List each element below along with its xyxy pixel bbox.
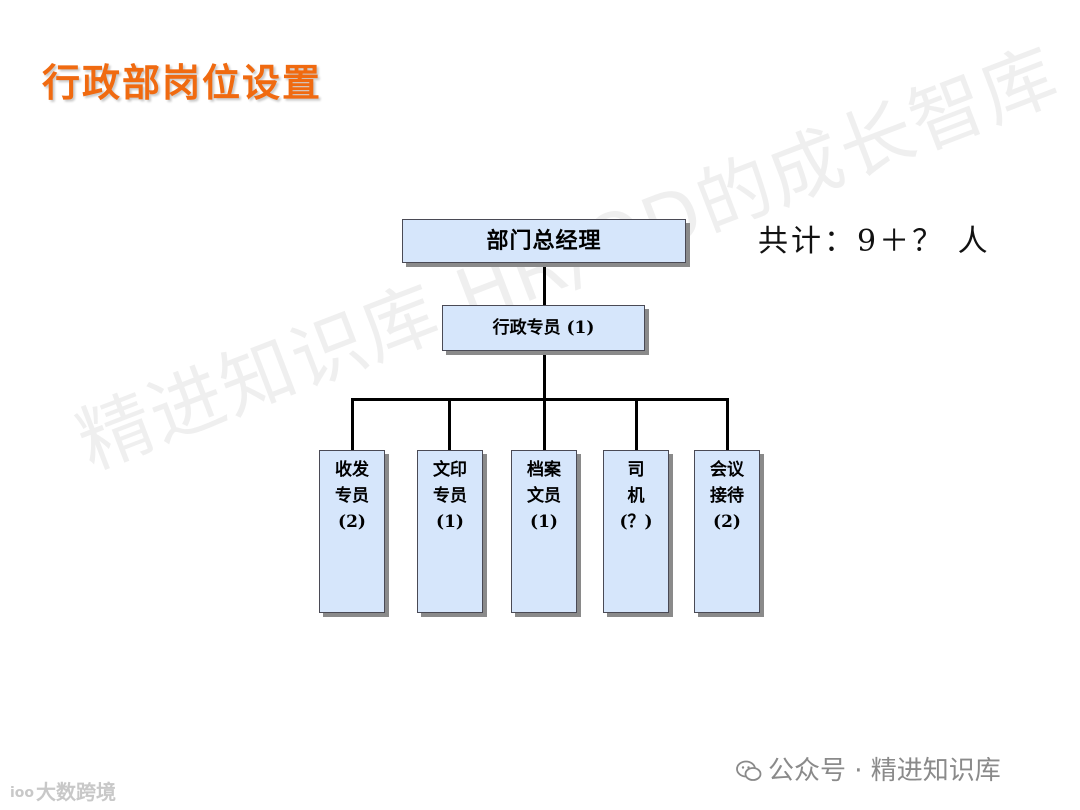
node-label-line: 收发 xyxy=(335,460,369,480)
connector-leaf-1 xyxy=(351,398,354,450)
node-label-line: 司 xyxy=(627,460,645,480)
node-print-specialist: 文印 专员 (1) xyxy=(417,450,483,613)
connector-leaf-2 xyxy=(448,398,451,450)
node-mail-specialist: 收发 专员 (2) xyxy=(319,450,385,613)
node-driver: 司 机 (？) xyxy=(603,450,669,613)
wechat-brand: 公众号 · 精进知识库 xyxy=(736,750,1001,787)
source-logo-icon: ioo xyxy=(10,785,35,801)
node-label-line: 文印 xyxy=(433,460,467,480)
source-text: 大数跨境 xyxy=(36,780,117,804)
connector-bus xyxy=(351,398,729,401)
headcount-total: 共计：9＋？ 人 xyxy=(758,224,991,259)
node-label-line: (2) xyxy=(338,512,366,532)
node-department-manager: 部门总经理 xyxy=(402,219,686,263)
node-label-line: (1) xyxy=(530,512,558,532)
node-label-line: 会议 xyxy=(710,460,744,480)
connector-root-to-second xyxy=(543,263,546,305)
node-label-line: (1) xyxy=(436,512,464,532)
node-label-line: 机 xyxy=(627,486,645,506)
node-label-line: 文员 xyxy=(527,486,561,506)
node-label-line: 接待 xyxy=(710,486,744,506)
node-label-line: 档案 xyxy=(527,460,561,480)
node-meeting-reception: 会议 接待 (2) xyxy=(694,450,760,613)
slide-title: 行政部岗位设置 xyxy=(42,60,323,105)
node-label-line: (2) xyxy=(713,512,741,532)
wechat-icon xyxy=(736,760,762,781)
connector-leaf-5 xyxy=(726,398,729,450)
connector-leaf-4 xyxy=(635,398,638,450)
wechat-brand-label: 公众号 · 精进知识库 xyxy=(768,756,1001,786)
node-label-line: 专员 xyxy=(335,486,369,506)
connector-leaf-3 xyxy=(543,398,546,450)
node-admin-specialist: 行政专员 (1) xyxy=(442,305,645,351)
connector-second-to-bus xyxy=(543,351,546,400)
node-label-line: (？) xyxy=(619,512,653,532)
node-archive-clerk: 档案 文员 (1) xyxy=(511,450,577,613)
node-label-line: 专员 xyxy=(433,486,467,506)
